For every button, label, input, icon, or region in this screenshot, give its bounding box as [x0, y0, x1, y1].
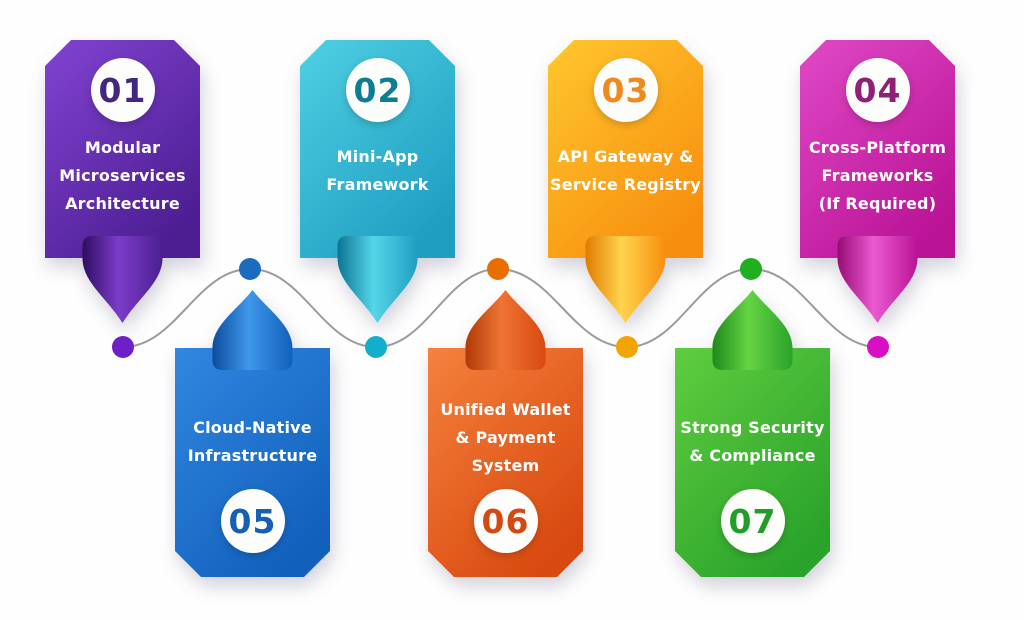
banner-07-title: Strong Security& Compliance — [680, 418, 825, 465]
step-07-number: 07 — [728, 501, 777, 541]
step-07-badge: 07 — [720, 489, 785, 553]
banner-01-shape — [45, 40, 200, 323]
step-01-number: 01 — [98, 70, 147, 110]
banner-07: 07 Strong Security& Compliance — [675, 285, 830, 577]
timeline-dot-06 — [487, 258, 509, 280]
step-06-badge: 06 — [473, 489, 538, 553]
banner-02-shape — [300, 40, 455, 323]
banner-03-shape — [548, 40, 703, 323]
banner-03: 03 API Gateway &Service Registry — [548, 40, 703, 332]
timeline-dot-02 — [365, 336, 387, 358]
step-02-number: 02 — [353, 70, 402, 110]
banner-06-shape — [428, 290, 583, 577]
step-05-badge: 05 — [220, 489, 285, 553]
step-02-badge: 02 — [345, 58, 410, 122]
banner-03-title: API Gateway &Service Registry — [550, 147, 701, 194]
timeline-dot-01 — [112, 336, 134, 358]
timeline-dot-03 — [616, 336, 638, 358]
step-03-number: 03 — [601, 70, 650, 110]
banner-05-shape — [175, 290, 330, 577]
banner-07-shape — [675, 290, 830, 577]
timeline-dot-07 — [740, 258, 762, 280]
step-06-number: 06 — [481, 501, 530, 541]
step-04-badge: 04 — [845, 58, 910, 122]
banner-04-shape — [800, 40, 955, 323]
timeline-dot-05 — [239, 258, 261, 280]
step-03-badge: 03 — [593, 58, 658, 122]
step-05-number: 05 — [228, 501, 277, 541]
step-01-badge: 01 — [90, 58, 155, 122]
step-04-number: 04 — [853, 70, 902, 110]
timeline-dot-04 — [867, 336, 889, 358]
